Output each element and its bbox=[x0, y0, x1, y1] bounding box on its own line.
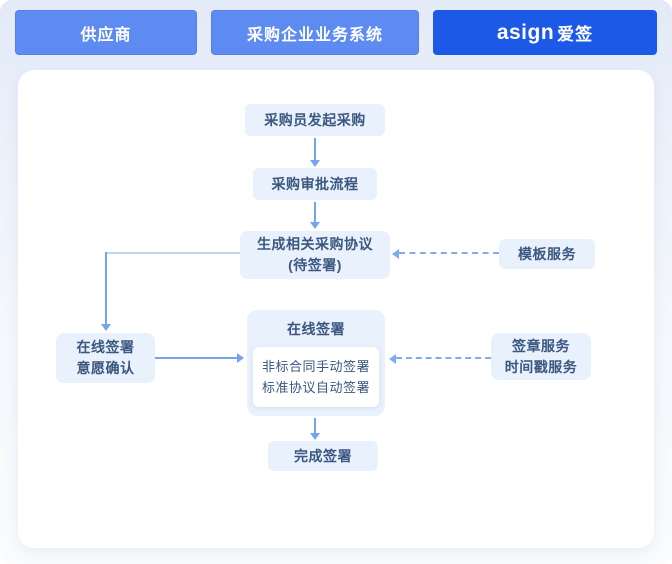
lane-button-supplier[interactable]: 供应商 bbox=[15, 10, 197, 55]
flow-node-initiate-label: 采购员发起采购 bbox=[264, 111, 366, 128]
connector-approval-generate bbox=[314, 202, 316, 222]
flow-node-online-title: 在线签署 bbox=[287, 321, 345, 337]
arrowhead-down-icon bbox=[310, 433, 320, 440]
flow-node-complete-signing: 完成签署 bbox=[268, 441, 378, 471]
flow-node-seal-line1: 签章服务 bbox=[512, 337, 570, 354]
flow-node-seal-line2: 时间戳服务 bbox=[504, 358, 578, 375]
online-signing-manual-label: 非标合同手动签署 bbox=[261, 359, 370, 374]
dashed-connector-seal bbox=[396, 357, 491, 359]
flow-node-generate-line1: 生成相关采购协议 bbox=[257, 236, 373, 252]
arrowhead-down-icon bbox=[101, 324, 111, 331]
flow-node-template-label: 模板服务 bbox=[518, 245, 576, 262]
lane-button-procurement-system[interactable]: 采购企业业务系统 bbox=[211, 10, 419, 55]
flow-node-approval-process: 采购审批流程 bbox=[253, 168, 377, 200]
connector-online-complete bbox=[314, 418, 316, 433]
flow-node-generate-agreement: 生成相关采购协议 (待签署) bbox=[240, 231, 390, 279]
flow-node-complete-label: 完成签署 bbox=[294, 447, 352, 464]
flow-node-initiate-procurement: 采购员发起采购 bbox=[245, 104, 385, 136]
brand-name-label: 爱签 bbox=[557, 25, 594, 44]
flow-node-template-service: 模板服务 bbox=[499, 239, 595, 269]
lane-button-procurement-system-label: 采购企业业务系统 bbox=[246, 26, 383, 44]
lane-button-brand[interactable]: asign 爱签 bbox=[433, 10, 657, 55]
arrowhead-down-icon bbox=[310, 160, 320, 167]
flowchart-card bbox=[18, 70, 654, 548]
arrowhead-right-icon bbox=[237, 353, 244, 363]
lane-button-supplier-label: 供应商 bbox=[80, 26, 132, 44]
connector-willing-online bbox=[155, 357, 237, 359]
online-signing-auto-label: 标准协议自动签署 bbox=[261, 380, 370, 395]
flow-node-seal-service: 签章服务 时间戳服务 bbox=[491, 333, 591, 380]
connector-generate-willing-vertical bbox=[105, 252, 107, 324]
flow-node-willing-line1: 在线签署 bbox=[76, 339, 135, 355]
arrowhead-down-icon bbox=[310, 222, 320, 229]
flow-node-signing-willingness: 在线签署 意愿确认 bbox=[56, 333, 155, 383]
arrowhead-left-icon bbox=[389, 354, 396, 364]
online-signing-modes-box: 非标合同手动签署 标准协议自动签署 bbox=[253, 347, 379, 407]
flow-node-online-signing: 在线签署 非标合同手动签署 标准协议自动签署 bbox=[247, 310, 385, 416]
connector-start-approval bbox=[314, 138, 316, 160]
arrowhead-left-icon bbox=[392, 249, 399, 259]
flow-node-willing-line2: 意愿确认 bbox=[76, 360, 135, 376]
connector-generate-willing-horizontal bbox=[106, 252, 240, 254]
dashed-connector-template bbox=[399, 252, 499, 254]
flow-node-approval-label: 采购审批流程 bbox=[271, 175, 359, 192]
asign-logo: asign bbox=[496, 20, 555, 44]
flow-node-generate-line2: (待签署) bbox=[288, 257, 342, 273]
